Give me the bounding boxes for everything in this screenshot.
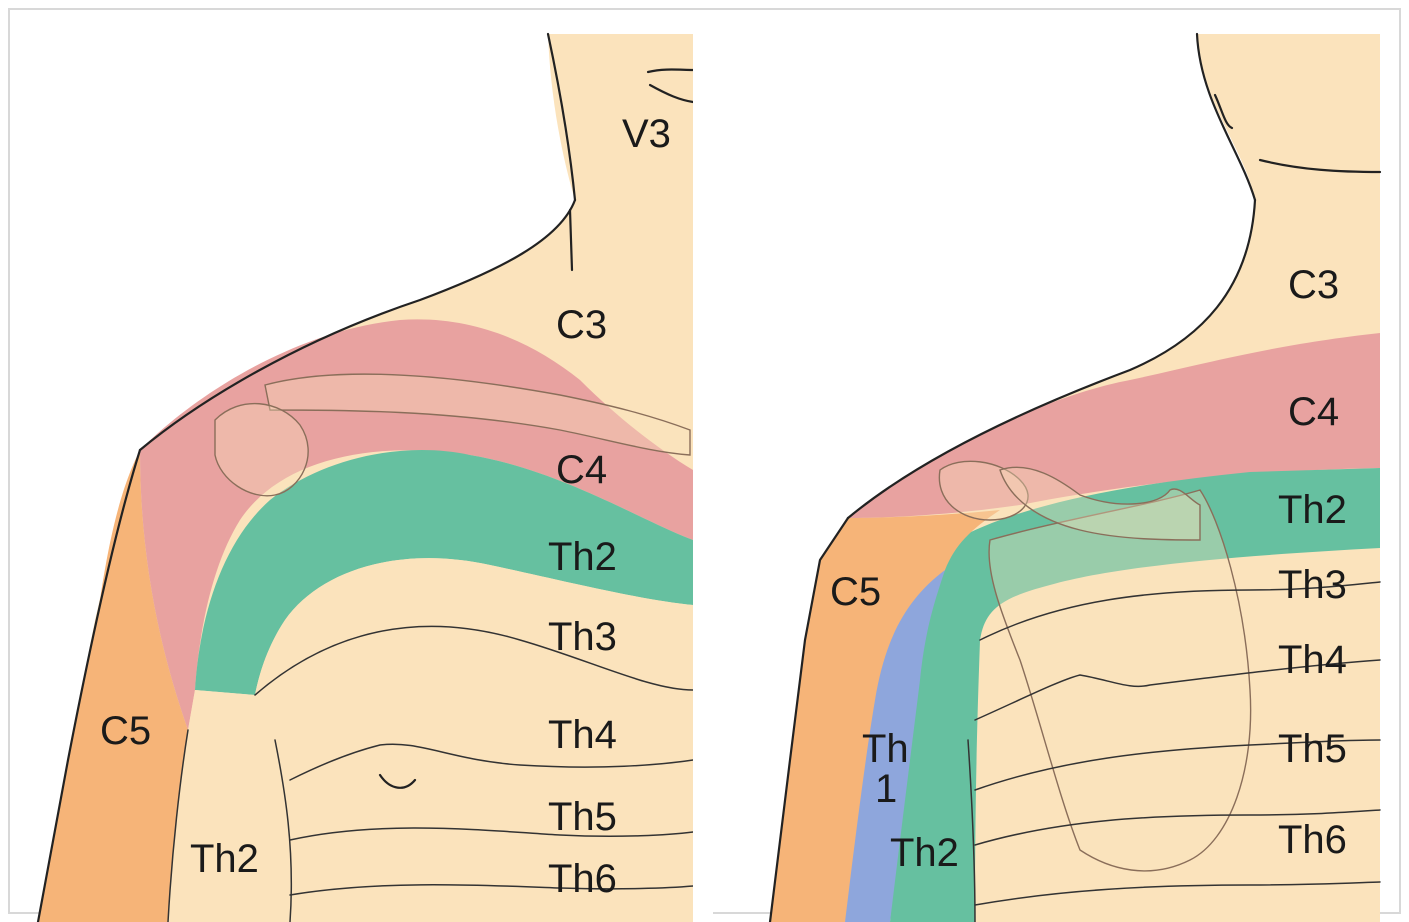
right-label-th3: Th3 bbox=[1278, 563, 1347, 607]
right-label-th6: Th6 bbox=[1278, 818, 1347, 862]
right-label-th4: Th4 bbox=[1278, 638, 1347, 682]
right-label-th2-arm: Th2 bbox=[890, 831, 959, 875]
right-label-th2: Th2 bbox=[1278, 488, 1347, 532]
left-label-c3: C3 bbox=[556, 303, 607, 347]
left-label-v3: V3 bbox=[622, 112, 671, 156]
left-label-th4: Th4 bbox=[548, 713, 617, 757]
left-panel: V3 C3 C4 Th2 Th3 Th4 Th5 Th6 C5 Th2 bbox=[38, 34, 693, 922]
right-label-c3: C3 bbox=[1288, 263, 1339, 307]
left-label-th2-arm: Th2 bbox=[190, 837, 259, 881]
right-label-th1-a: Th bbox=[862, 727, 909, 771]
right-label-c5: C5 bbox=[830, 570, 881, 614]
left-label-c5: C5 bbox=[100, 709, 151, 753]
left-label-c4: C4 bbox=[556, 448, 607, 492]
right-label-th5: Th5 bbox=[1278, 727, 1347, 771]
right-label-th1-b: 1 bbox=[875, 767, 897, 811]
right-panel: C3 C4 Th2 Th3 Th4 Th5 Th6 C5 Th 1 Th2 bbox=[770, 34, 1380, 922]
left-label-th3: Th3 bbox=[548, 615, 617, 659]
left-label-th6: Th6 bbox=[548, 857, 617, 901]
left-label-th5: Th5 bbox=[548, 795, 617, 839]
right-label-c4: C4 bbox=[1288, 390, 1339, 434]
left-label-th2: Th2 bbox=[548, 535, 617, 579]
panel-gap bbox=[693, 20, 713, 922]
